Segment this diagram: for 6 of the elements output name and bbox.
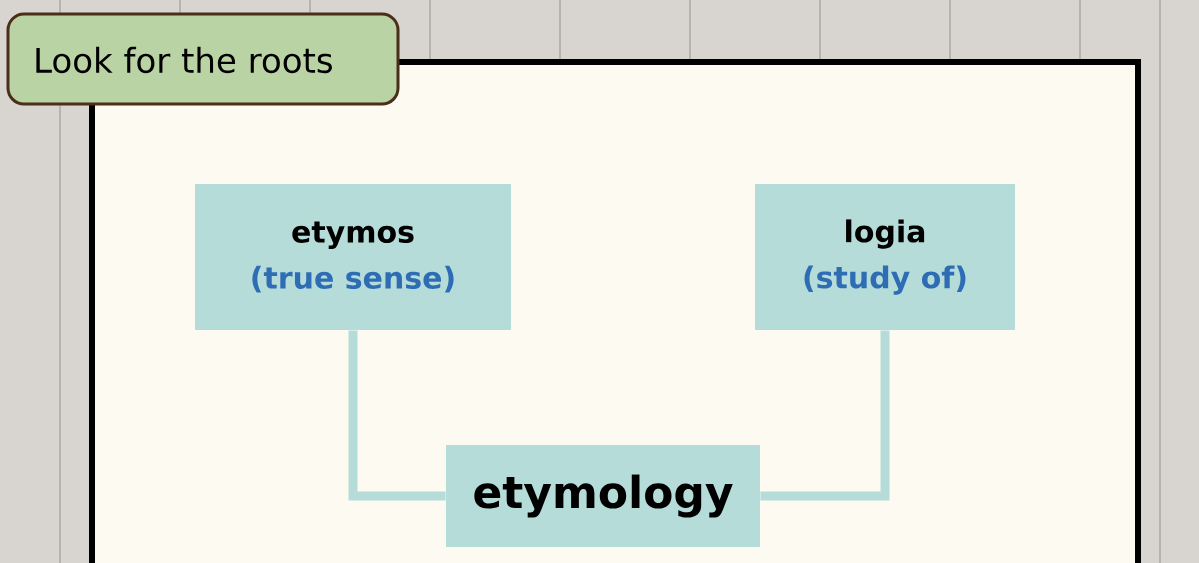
title-tab: Look for the roots xyxy=(6,12,400,106)
word-box: logia (study of) xyxy=(755,184,1015,330)
connector-line xyxy=(348,330,446,501)
word-box: etymos (true sense) xyxy=(195,184,511,330)
connector-line xyxy=(760,330,890,501)
word-box: etymology xyxy=(446,445,760,547)
